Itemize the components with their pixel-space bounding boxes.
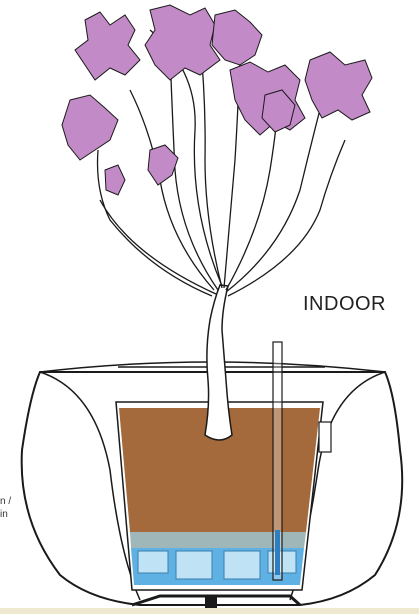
side-caption: n / in (0, 495, 22, 521)
indicator-float (275, 530, 280, 575)
blossom-cluster (305, 52, 372, 120)
bottom-strip (0, 608, 419, 614)
blossom-cluster (145, 5, 220, 80)
wicking-chamber (176, 551, 212, 579)
blossom-cluster (212, 10, 262, 65)
blossom-cluster (105, 165, 125, 195)
tree-blossoms (62, 5, 372, 195)
blossom-cluster (75, 12, 140, 80)
wicking-chamber (138, 551, 168, 573)
fill-hatch (319, 422, 331, 452)
wicking-chamber (224, 551, 260, 579)
blossom-cluster (62, 95, 118, 160)
indoor-label: INDOOR (303, 293, 386, 316)
side-caption-line: n / (0, 495, 22, 508)
base-foot (205, 596, 217, 608)
side-caption-line: in (0, 508, 22, 521)
